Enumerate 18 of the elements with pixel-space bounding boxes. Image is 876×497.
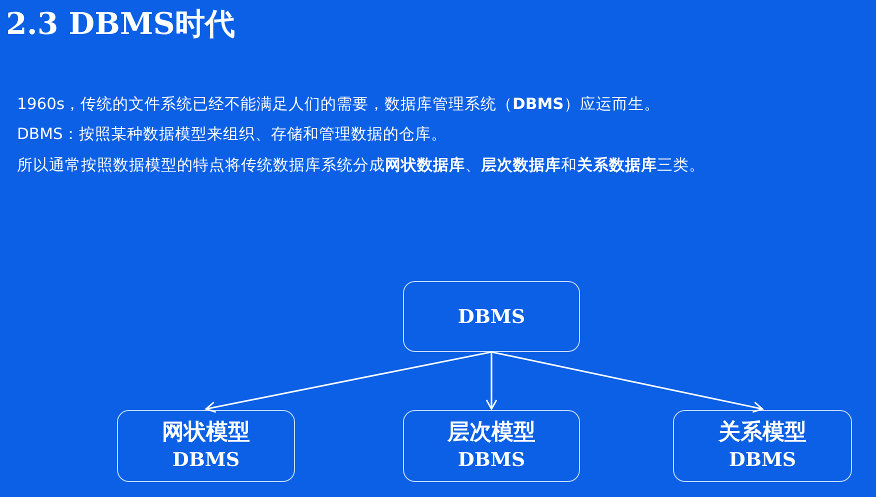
model-box — [403, 410, 580, 482]
box-subtitle: DBMS — [458, 448, 526, 473]
box-title: 网状模型 — [162, 419, 250, 447]
body-text: DBMS：按照某种数据模型来组织、存储和管理数据的仓库。 — [17, 124, 447, 145]
box-title: 层次模型 — [448, 419, 536, 447]
box-title: DBMS — [458, 304, 526, 330]
arrow — [486, 352, 498, 410]
body-text: 1960s，传统的文件系统已经不能满足人们的需要，数据库管理系统（DBMS）应运而生。 — [17, 94, 660, 115]
model-box — [673, 410, 852, 482]
model-box — [117, 410, 295, 482]
model-box — [403, 281, 580, 352]
box-title: 关系模型 — [718, 419, 806, 447]
box-subtitle: DBMS — [728, 448, 796, 473]
arrow — [491, 351, 764, 413]
arrow — [205, 351, 492, 413]
box-subtitle: DBMS — [172, 448, 240, 473]
slide-title: 2.3 DBMS时代 — [6, 6, 235, 44]
body-text: 所以通常按照数据模型的特点将传统数据库系统分成网状数据库、层次数据库和关系数据库三类。 — [17, 155, 705, 176]
